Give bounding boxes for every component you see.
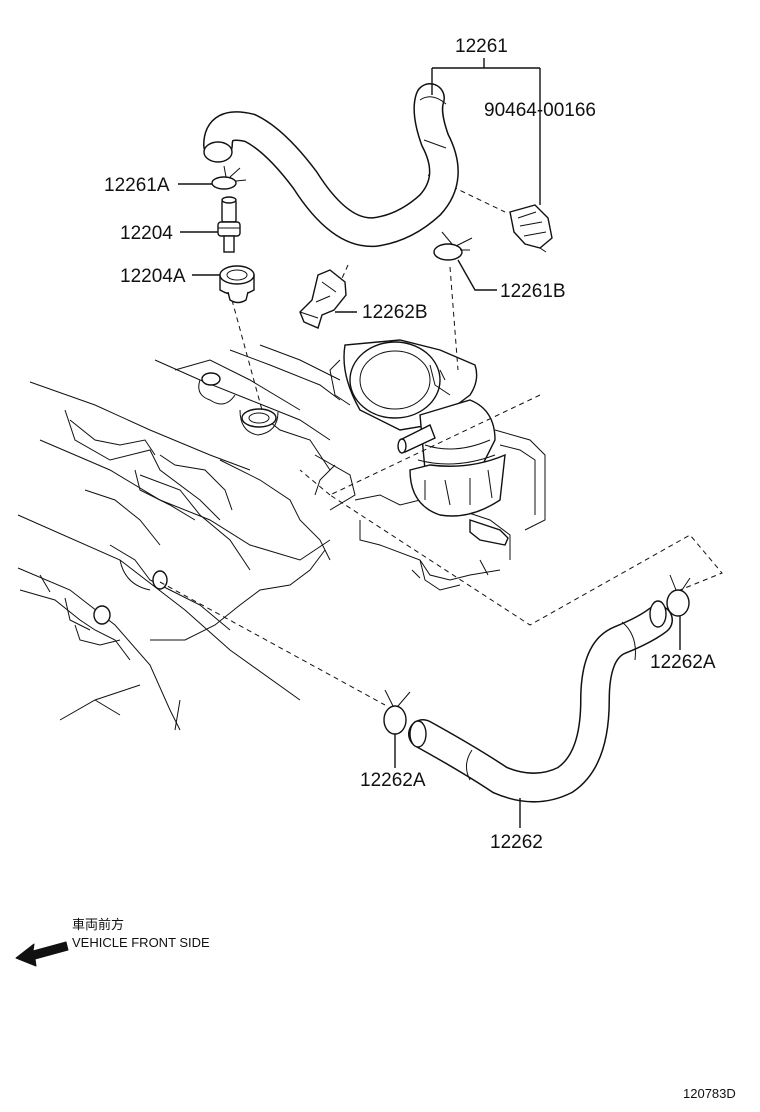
label-12262A-left: 12262A bbox=[360, 770, 426, 791]
label-12262B: 12262B bbox=[362, 302, 428, 323]
grommet-12204A bbox=[219, 265, 255, 304]
label-12261B: 12261B bbox=[500, 281, 566, 302]
label-12262: 12262 bbox=[490, 832, 543, 853]
label-12261: 12261 bbox=[455, 36, 508, 57]
bracket-12262B bbox=[299, 269, 347, 329]
hose-12261 bbox=[203, 83, 459, 248]
engine-block bbox=[17, 344, 356, 731]
clip-12262A-left bbox=[383, 689, 411, 735]
clip-12261B bbox=[433, 231, 473, 261]
diagram-code: 120783D bbox=[683, 1086, 736, 1101]
clamp-90464-00166 bbox=[509, 204, 553, 253]
label-12204: 12204 bbox=[120, 223, 173, 244]
clip-12262A-right bbox=[666, 574, 691, 617]
clip-12261A bbox=[211, 165, 247, 190]
vehicle-front-en-label: VEHICLE FRONT SIDE bbox=[72, 935, 210, 950]
pcv-valve-12204 bbox=[217, 196, 241, 253]
vehicle-front-jp-label: 車両前方 bbox=[72, 917, 124, 933]
hose-12262 bbox=[408, 600, 673, 803]
label-12261A: 12261A bbox=[104, 175, 170, 196]
vehicle-front-indicator: 車両前方 VEHICLE FRONT SIDE bbox=[15, 917, 210, 967]
throttle-body bbox=[329, 339, 546, 591]
arrow-left-icon bbox=[15, 941, 69, 967]
label-12262A-right: 12262A bbox=[650, 652, 716, 673]
label-90464-00166: 90464-00166 bbox=[484, 100, 596, 121]
leader-lines bbox=[178, 58, 681, 828]
label-12204A: 12204A bbox=[120, 266, 186, 287]
